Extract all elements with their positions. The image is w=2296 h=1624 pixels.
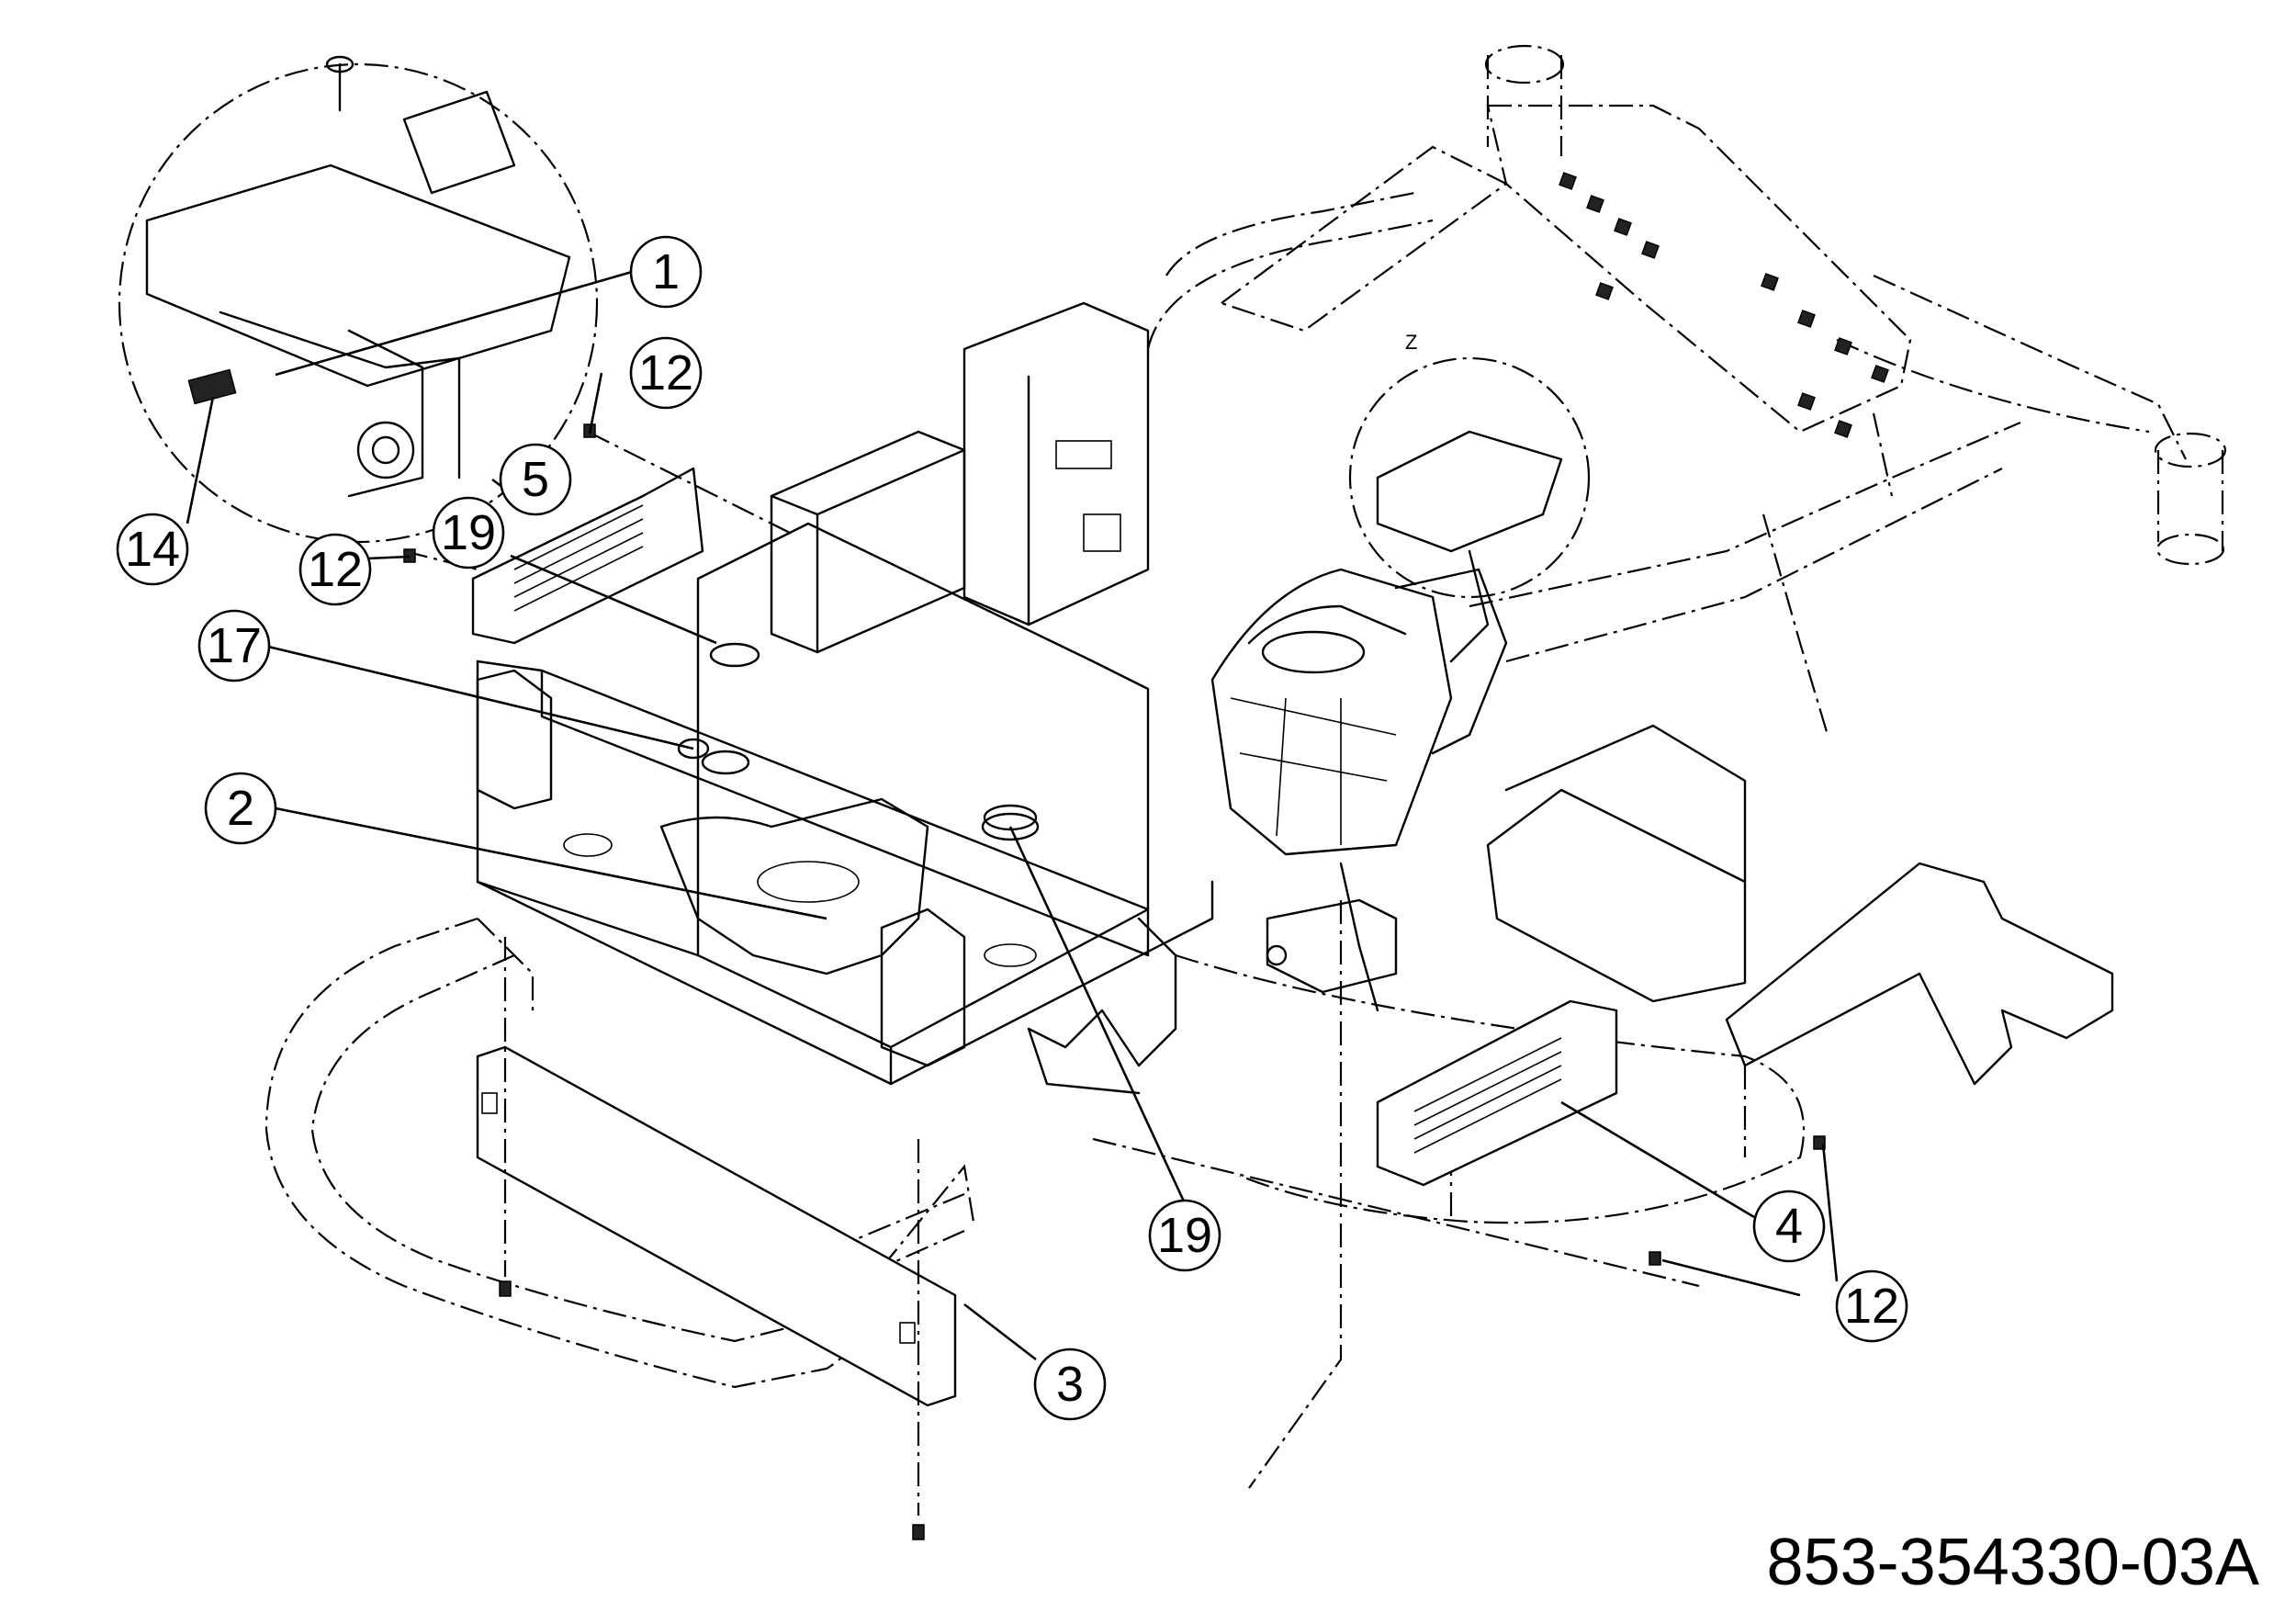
alignment-lines xyxy=(403,431,1700,1516)
callout-12-c: 12 xyxy=(1835,1269,1908,1343)
callout-label-14: 14 xyxy=(125,522,180,577)
drawing-number: 853-354330-03A xyxy=(1767,1526,2259,1599)
callout-label-12-b: 12 xyxy=(308,542,363,597)
callout-5: 5 xyxy=(499,443,572,516)
part-17-fitting xyxy=(677,738,710,760)
part-3-plate xyxy=(476,1045,957,1407)
callout-label-2: 2 xyxy=(227,781,254,836)
callout-label-1: 1 xyxy=(652,244,680,299)
callout-4: 4 xyxy=(1752,1190,1826,1263)
callout-3: 3 xyxy=(1033,1348,1107,1421)
callout-label-19-a: 19 xyxy=(441,505,496,560)
callout-1: 1 xyxy=(629,235,703,309)
callout-19-b: 19 xyxy=(1148,1199,1221,1272)
callout-2: 2 xyxy=(204,772,277,845)
callout-19-a: 19 xyxy=(432,496,505,570)
detail-marker-label: Z xyxy=(1405,331,1417,354)
callout-label-12-a: 12 xyxy=(638,345,693,400)
callout-12-b: 12 xyxy=(298,533,372,606)
callout-17: 17 xyxy=(197,609,271,682)
part-5-panel xyxy=(471,467,704,645)
callout-label-3: 3 xyxy=(1056,1357,1084,1412)
rear-frame xyxy=(1146,44,2227,736)
callout-label-5: 5 xyxy=(522,452,549,507)
callout-label-4: 4 xyxy=(1775,1199,1803,1254)
callout-label-19-b: 19 xyxy=(1157,1208,1212,1263)
detail-circle-z: Z xyxy=(1348,331,1591,663)
callout-14: 14 xyxy=(116,513,189,586)
part-19-grommet-a xyxy=(709,642,760,668)
callout-label-17: 17 xyxy=(207,618,262,673)
main-chassis xyxy=(476,301,1747,1095)
rear-right-bracket xyxy=(1725,862,2114,1086)
callout-12-a: 12 xyxy=(629,336,703,410)
part-14-switch xyxy=(187,368,237,405)
callout-label-12-c: 12 xyxy=(1844,1279,1899,1334)
leader-lines xyxy=(186,270,1839,1361)
part-4-panel xyxy=(1376,999,1618,1187)
